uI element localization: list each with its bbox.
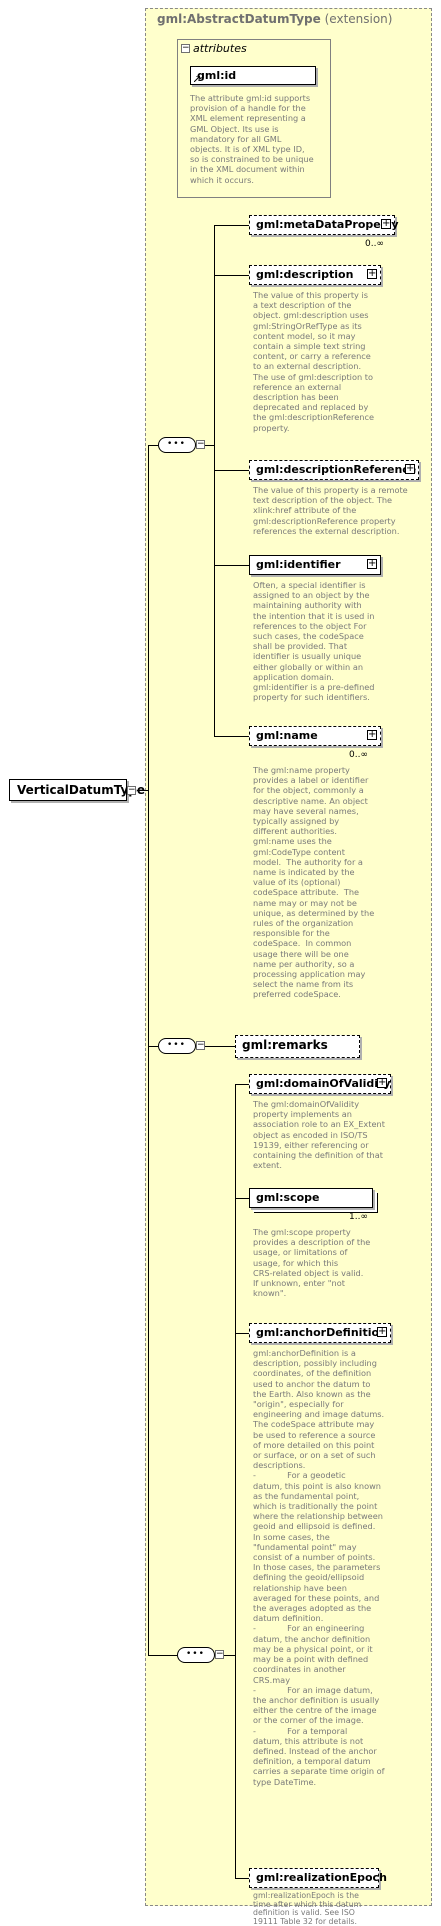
element-domainofvalidity[interactable]: gml:domainOfValidity + <box>249 1074 391 1094</box>
element-label: gml:remarks <box>242 1038 328 1052</box>
element-description-text: gml:anchorDefinition is a description, p… <box>253 1348 385 1787</box>
connector <box>148 445 149 1655</box>
connector <box>214 470 249 471</box>
element-label: gml:realizationEpoch <box>256 1871 387 1884</box>
element-anchordefinition[interactable]: gml:anchorDefinition + <box>249 1323 391 1343</box>
extension-title: gml:AbstractDatumType (extension) <box>157 12 392 26</box>
connector <box>148 1046 158 1047</box>
element-realizationepoch[interactable]: gml:realizationEpoch <box>249 1868 387 1888</box>
element-identifier[interactable]: gml:identifier + <box>249 555 381 575</box>
element-description-text: gml:realizationEpoch is the time after w… <box>253 1891 362 1926</box>
element-label: gml:scope <box>256 1191 320 1204</box>
extension-suffix: (extension) <box>324 12 393 26</box>
expand-icon[interactable]: + <box>377 1326 387 1337</box>
cardinality-label: 0..∞ <box>365 239 384 249</box>
expand-icon[interactable]: + <box>367 729 377 740</box>
connector <box>148 1655 158 1656</box>
element-name[interactable]: gml:name + <box>249 726 381 746</box>
cardinality-label: 0..∞ <box>349 750 368 760</box>
element-metadataproperty[interactable]: gml:metaDataProperty + <box>249 215 399 235</box>
element-label: gml:name <box>256 729 318 742</box>
attributes-collapse-icon[interactable]: − <box>181 43 190 53</box>
element-label: gml:metaDataProperty <box>256 218 399 231</box>
element-scope[interactable]: gml:scope <box>249 1188 373 1208</box>
sequence-compositor-3[interactable]: ••• <box>177 1647 215 1663</box>
root-element-label: VerticalDatumType <box>17 783 146 797</box>
connector <box>235 1084 236 1878</box>
connector <box>235 1198 249 1199</box>
element-label: gml:identifier <box>256 558 341 571</box>
connector <box>235 1084 249 1085</box>
connector <box>214 275 249 276</box>
connector <box>214 565 249 566</box>
expand-icon[interactable]: + <box>367 268 377 279</box>
connector <box>137 790 148 791</box>
connector <box>148 445 158 446</box>
attributes-title: attributes <box>193 42 247 55</box>
expand-icon[interactable]: + <box>381 218 391 229</box>
element-description-text: Often, a special identifier is assigned … <box>253 580 375 703</box>
sequence-compositor-1[interactable]: ••• <box>158 437 196 453</box>
sequence-compositor-2[interactable]: ••• <box>158 1038 196 1054</box>
element-description-text: The value of this property is a text des… <box>253 290 374 433</box>
element-description[interactable]: gml:description + <box>249 265 381 285</box>
root-collapse-icon[interactable]: − <box>127 785 136 795</box>
element-description-text: The gml:name property provides a label o… <box>253 765 375 1000</box>
connector <box>224 1655 235 1656</box>
cardinality-label: 1..∞ <box>349 1212 368 1222</box>
expand-icon[interactable]: + <box>377 1077 387 1088</box>
sequence-collapse-icon[interactable]: − <box>196 1040 205 1050</box>
connector <box>158 1655 177 1656</box>
expand-icon[interactable]: + <box>367 558 377 569</box>
element-label: gml:description <box>256 268 354 281</box>
element-description-text: The value of this property is a remote t… <box>253 485 408 536</box>
element-description-text: The gml:scope property provides a descri… <box>253 1227 371 1299</box>
element-description-text: The gml:domainOfValidity property implem… <box>253 1099 385 1171</box>
attribute-gml-id[interactable]: gml:id <box>190 66 316 85</box>
connector <box>235 1333 249 1334</box>
connector <box>214 225 215 736</box>
connector <box>205 1046 235 1047</box>
sequence-collapse-icon[interactable]: − <box>196 439 205 449</box>
extension-type-name: gml:AbstractDatumType <box>157 12 321 26</box>
element-label: gml:domainOfValidity <box>256 1077 391 1090</box>
connector <box>214 225 249 226</box>
expand-icon[interactable]: + <box>405 463 415 474</box>
element-descriptionreference[interactable]: gml:descriptionReference + <box>249 460 419 480</box>
attribute-description: The attribute gml:id supports provision … <box>190 93 314 185</box>
attribute-name: gml:id <box>197 69 237 82</box>
root-element[interactable]: VerticalDatumType <box>9 779 145 801</box>
extension-container <box>145 8 432 1906</box>
attributes-group <box>177 39 331 198</box>
connector <box>235 1878 249 1879</box>
connector <box>205 445 214 446</box>
element-label: gml:anchorDefinition <box>256 1326 387 1339</box>
reference-arrow-icon <box>194 76 200 82</box>
element-label: gml:descriptionReference <box>256 463 417 476</box>
sequence-collapse-icon[interactable]: − <box>215 1649 224 1659</box>
element-remarks[interactable]: gml:remarks <box>235 1035 360 1058</box>
connector <box>214 736 249 737</box>
